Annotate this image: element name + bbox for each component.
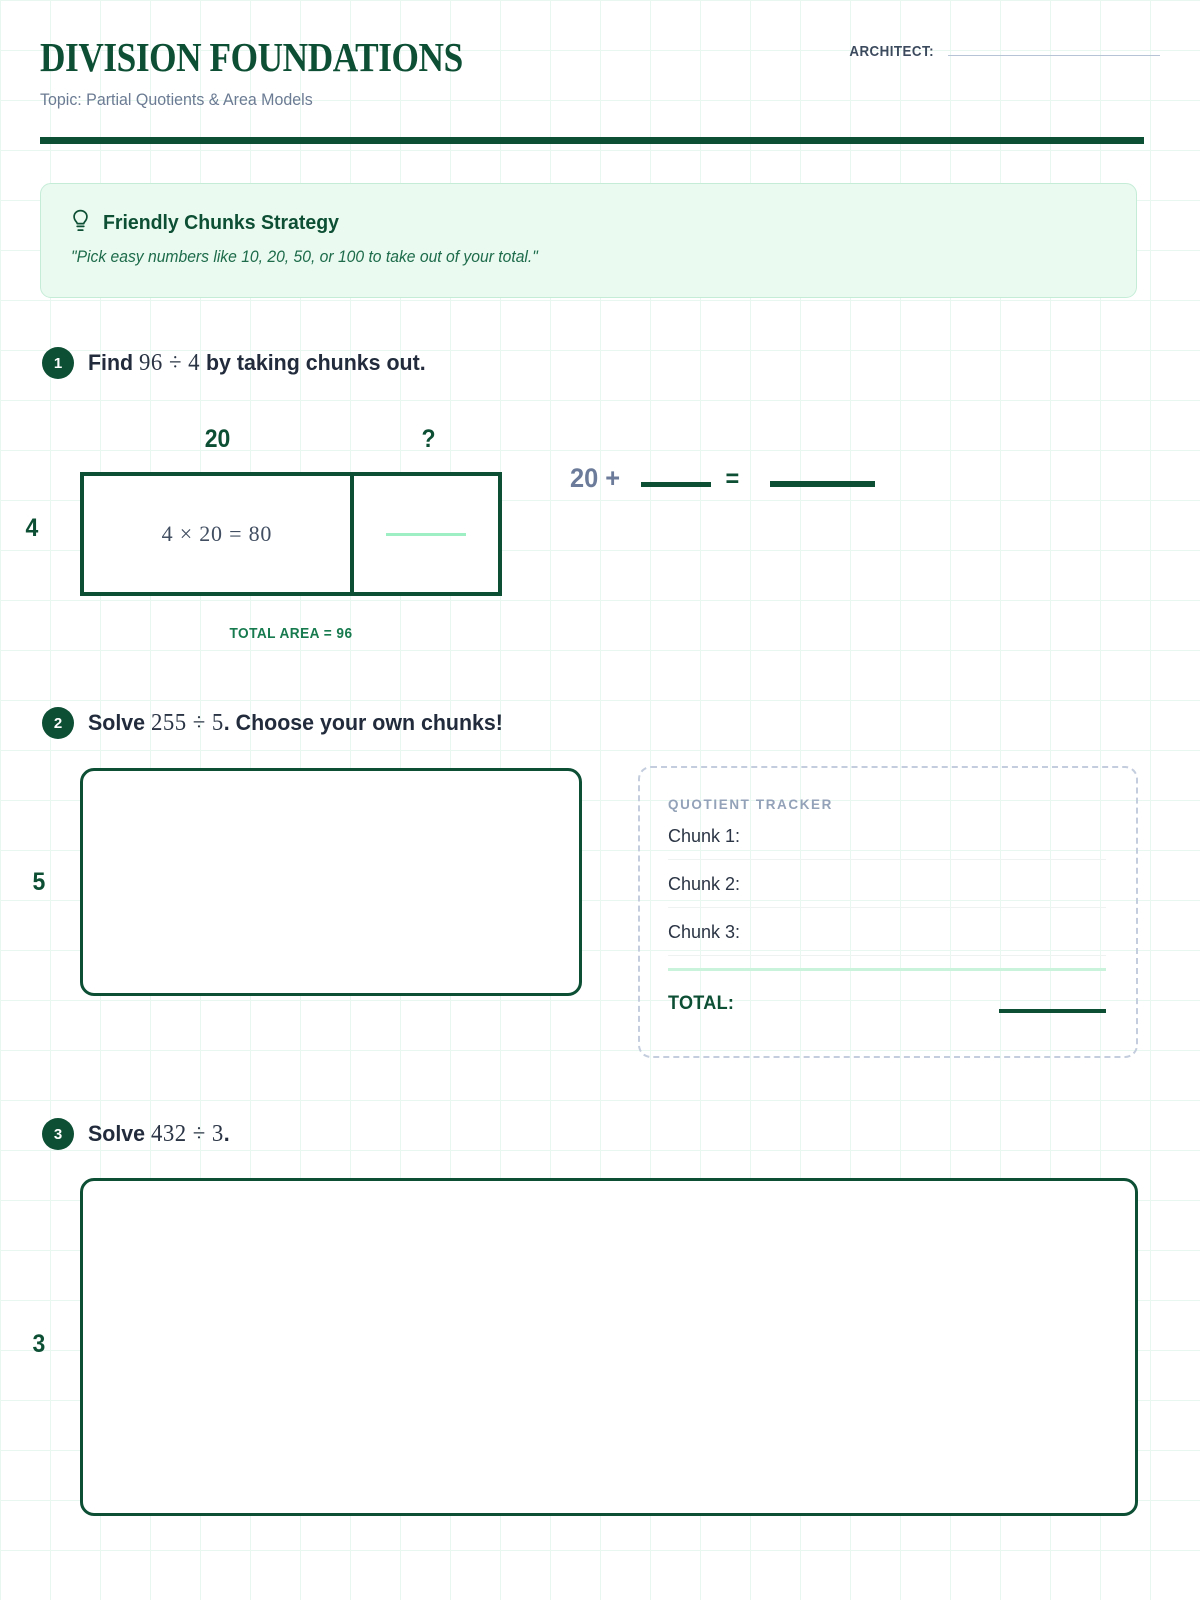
problem-3-side-number: 3	[32, 1330, 46, 1358]
problem-2-text: Solve 255 ÷ 5. Choose your own chunks!	[88, 710, 503, 737]
area-model-row-label: 4	[25, 514, 39, 542]
equation-blank-1[interactable]	[641, 482, 712, 487]
equation-blank-2[interactable]	[769, 481, 875, 487]
area-model-box: 4 × 20 = 80	[80, 472, 502, 596]
header-divider	[40, 137, 1144, 144]
page-title: DIVISION FOUNDATIONS	[40, 34, 463, 80]
quotient-tracker-title: QUOTIENT TRACKER	[668, 796, 833, 812]
problem-3-work-area[interactable]	[80, 1178, 1138, 1516]
architect-input-line[interactable]	[948, 55, 1160, 56]
problem-2-prefix: Solve	[88, 709, 151, 735]
partial-quotient-equation: 20 + =	[570, 463, 875, 494]
problem-3-prefix: Solve	[88, 1120, 151, 1146]
strategy-title: Friendly Chunks Strategy	[103, 210, 339, 234]
lightbulb-icon	[71, 209, 90, 234]
problem-1-heading: 1 Find 96 ÷ 4 by taking chunks out.	[42, 347, 443, 379]
chunk-row-2[interactable]: Chunk 2:	[668, 874, 1106, 908]
total-area-label: TOTAL AREA = 96	[229, 626, 353, 642]
page-subtitle: Topic: Partial Quotients & Area Models	[40, 90, 313, 110]
problem-2-side-number: 5	[32, 868, 46, 896]
problem-number-badge-1: 1	[42, 347, 74, 379]
equation-operator: =	[725, 465, 740, 493]
problem-3-heading: 3 Solve 432 ÷ 3.	[42, 1118, 237, 1150]
problem-3-text: Solve 432 ÷ 3.	[88, 1121, 230, 1148]
problem-number-badge-3: 3	[42, 1118, 74, 1150]
area-model: 20 ?	[0, 420, 560, 660]
problem-1-prefix: Find	[88, 349, 140, 375]
area-model-col-label-1: 20	[204, 425, 231, 453]
area-model-cell-2-blank[interactable]	[385, 532, 466, 536]
strategy-quote: "Pick easy numbers like 10, 20, 50, or 1…	[71, 248, 538, 266]
area-model-cell-1: 4 × 20 = 80	[84, 476, 354, 592]
problem-1-expression: 96 ÷ 4	[139, 349, 201, 376]
problem-1-text: Find 96 ÷ 4 by taking chunks out.	[88, 350, 426, 377]
problem-number-badge-2: 2	[42, 707, 74, 739]
area-model-col-label-2: ?	[421, 425, 436, 453]
strategy-header: Friendly Chunks Strategy	[71, 209, 1106, 235]
area-model-cell-1-expression: 4 × 20 = 80	[161, 521, 273, 546]
problem-1-suffix: by taking chunks out.	[200, 349, 426, 375]
equation-term: 20 +	[570, 463, 621, 493]
tracker-total-row: TOTAL:	[668, 993, 1106, 1015]
tracker-total-blank[interactable]	[999, 1009, 1106, 1013]
quotient-tracker: QUOTIENT TRACKER Chunk 1: Chunk 2: Chunk…	[638, 766, 1138, 1058]
problem-2-work-area[interactable]	[80, 768, 582, 996]
tracker-total-label: TOTAL:	[668, 993, 735, 1014]
problem-3-expression: 432 ÷ 3	[150, 1120, 224, 1147]
chunk-row-1[interactable]: Chunk 1:	[668, 826, 1106, 860]
problem-2-heading: 2 Solve 255 ÷ 5. Choose your own chunks!	[42, 707, 525, 739]
strategy-callout: Friendly Chunks Strategy "Pick easy numb…	[40, 183, 1137, 298]
area-model-cell-2[interactable]	[353, 476, 498, 592]
problem-3-suffix: .	[223, 1120, 230, 1146]
tracker-divider	[668, 968, 1106, 971]
architect-field[interactable]: ARCHITECT:	[842, 44, 1160, 60]
chunk-row-3[interactable]: Chunk 3:	[668, 922, 1106, 956]
architect-label: ARCHITECT:	[849, 44, 934, 60]
header: DIVISION FOUNDATIONS Topic: Partial Quot…	[40, 34, 1160, 110]
problem-2-suffix: . Choose your own chunks!	[223, 709, 503, 735]
problem-2-expression: 255 ÷ 5	[150, 709, 224, 736]
